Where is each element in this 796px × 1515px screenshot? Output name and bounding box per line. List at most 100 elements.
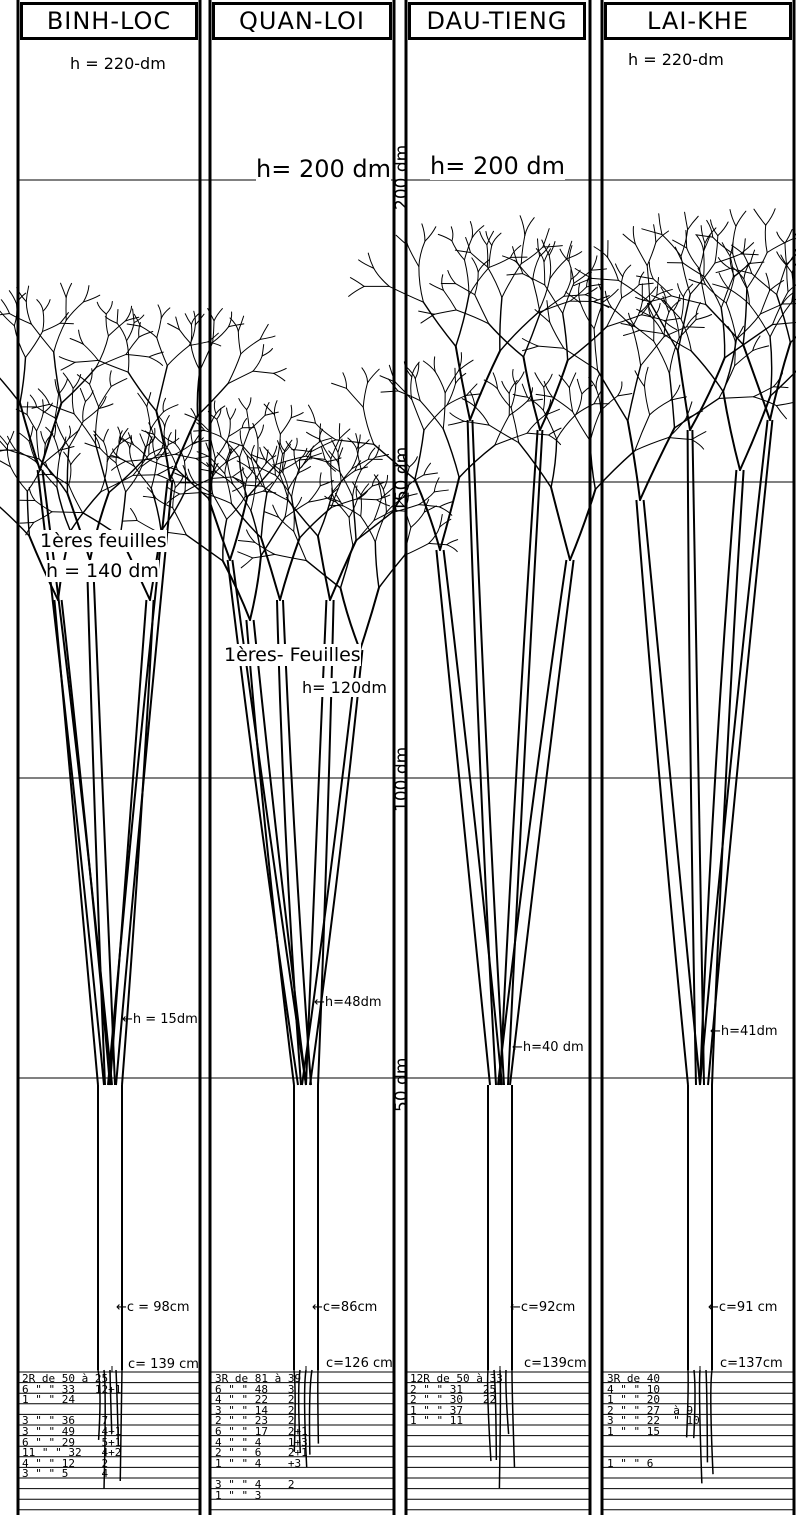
quan-loi-tree-branch [283, 444, 291, 454]
binh-loc-tree-branch [134, 466, 151, 488]
height-label-quan-loi: h= 200 dm [256, 155, 391, 183]
binh-loc-tree-branch [26, 286, 28, 301]
quan-loi-tree-branch [349, 517, 353, 545]
dau-tieng-tree-branch [448, 270, 456, 283]
binh-loc-tree-branch [52, 512, 83, 513]
lai-khe-tree-branch [767, 239, 793, 253]
lai-khe-tree-branch [777, 232, 785, 243]
binh-loc-tree-branch [156, 366, 167, 412]
binh-loc-tree-branch [253, 356, 262, 371]
lai-khe-tree-branch [675, 398, 719, 427]
quan-loi-tree-branch [357, 499, 376, 500]
lai-khe-tree-branch [766, 209, 775, 225]
binh-loc-tree-branch [105, 317, 117, 324]
dau-tieng-tree-branch [332, 383, 347, 388]
lai-khe-tree-branch [736, 211, 746, 226]
lai-khe-tree-branch [628, 421, 640, 500]
dau-tieng-tree-branch [569, 388, 572, 412]
dau-tieng-tree-branch [502, 381, 509, 393]
quan-loi-tree-branch [238, 552, 253, 558]
binh-loc-tree-branch [20, 522, 34, 523]
quan-loi-tree-branch [196, 419, 209, 431]
dau-tieng-tree-branch [419, 311, 435, 314]
binh-loc-tree-branch [30, 395, 36, 407]
quan-loi-tree-branch [247, 398, 251, 410]
binh-loc-tree-branch [59, 379, 68, 394]
binh-loc-tree-branch [253, 371, 274, 373]
lai-khe-tree-branch [654, 341, 670, 374]
dau-tieng-tree-branch [443, 429, 459, 478]
dau-tieng-tree-root [506, 1370, 509, 1434]
quan-loi-tree-branch [309, 486, 321, 502]
quan-loi-tree-branch [173, 508, 187, 535]
dau-tieng-tree-branch [486, 232, 492, 246]
binh-loc-tree-branch [116, 463, 126, 492]
dau-tieng-tree-branch [419, 241, 425, 266]
dau-tieng-tree-branch [368, 369, 380, 383]
binh-loc-tree-branch [163, 405, 178, 412]
binh-loc-tree-branch [41, 431, 46, 444]
quan-loi-tree-branch [285, 502, 309, 517]
quan-loi-tree-branch [447, 545, 457, 552]
dau-tieng-tree-branch [363, 407, 374, 444]
binh-loc-tree-branch [85, 391, 93, 402]
fork-height-quan-loi: ←h=48dm [314, 995, 381, 1010]
dau-tieng-tree-branch [622, 285, 639, 298]
dau-tieng-tree-branch [535, 373, 544, 387]
dau-tieng-tree-branch [577, 379, 582, 394]
binh-loc-tree-branch [37, 300, 43, 312]
lai-khe-tree-branch [637, 276, 654, 279]
lai-khe-tree-branch [772, 321, 796, 325]
binh-loc-tree-branch [196, 458, 208, 466]
binh-loc-tree-branch [26, 302, 31, 325]
table-row: 1 " " 4 +3 [215, 1459, 308, 1470]
binh-loc-tree-branch [157, 318, 161, 337]
dau-tieng-tree-branch [423, 361, 435, 372]
height-label-dau-tieng: h= 200 dm [430, 152, 565, 180]
girth-base-binh-loc: c= 139 cm [128, 1357, 199, 1372]
binh-loc-tree-branch [37, 413, 44, 431]
lai-khe-tree-branch [659, 214, 662, 235]
dau-tieng-tree-branch [596, 374, 600, 390]
lai-khe-tree-branch [733, 226, 736, 253]
dau-tieng-tree-branch [585, 295, 598, 300]
dau-tieng-tree-branch [475, 295, 489, 324]
quan-loi-tree-branch [251, 480, 256, 510]
quan-loi-tree-branch [275, 475, 291, 497]
dau-tieng-tree-branch [492, 233, 501, 245]
quan-loi-tree-branch [335, 493, 342, 505]
quan-loi-tree-branch [424, 463, 431, 475]
binh-loc-tree-branch [134, 314, 140, 326]
binh-loc-tree-branch [69, 485, 83, 513]
binh-loc-tree-branch [138, 393, 147, 406]
dau-tieng-tree-branch [527, 399, 542, 401]
dau-tieng-tree-branch [469, 267, 489, 295]
girth-mid-binh-loc: ←c = 98cm [116, 1300, 190, 1315]
quan-loi-tree-branch [360, 588, 379, 650]
binh-loc-tree-branch [260, 336, 275, 339]
binh-loc-tree-branch [0, 433, 7, 449]
lai-khe-tree-branch [723, 392, 740, 470]
scale-label-100: 100 dm [392, 747, 412, 812]
lai-khe-tree-branch [700, 269, 706, 305]
lai-khe-tree-branch [673, 311, 679, 338]
binh-loc-tree-branch [66, 283, 71, 297]
dau-tieng-tree-branch [489, 324, 524, 357]
lai-khe-tree-branch [687, 248, 700, 269]
dau-tieng-tree-branch [551, 439, 557, 487]
dau-tieng-tree-branch [434, 357, 435, 372]
binh-loc-tree-branch [117, 323, 126, 340]
quan-loi-tree-branch [241, 558, 253, 568]
lai-khe-tree-branch [681, 297, 683, 320]
binh-loc-tree-branch [191, 325, 192, 344]
dau-tieng-tree-branch [423, 302, 455, 346]
binh-loc-tree-branch [262, 349, 272, 356]
title-dau-tieng: DAU-TIENG [408, 2, 586, 40]
quan-loi-tree-branch [186, 535, 223, 561]
dau-tieng-tree-branch [525, 218, 534, 236]
binh-loc-tree-branch [69, 426, 71, 439]
dau-tieng-tree-branch [591, 269, 606, 270]
quan-loi-tree-branch [294, 510, 295, 532]
binh-loc-tree-branch [75, 360, 98, 362]
